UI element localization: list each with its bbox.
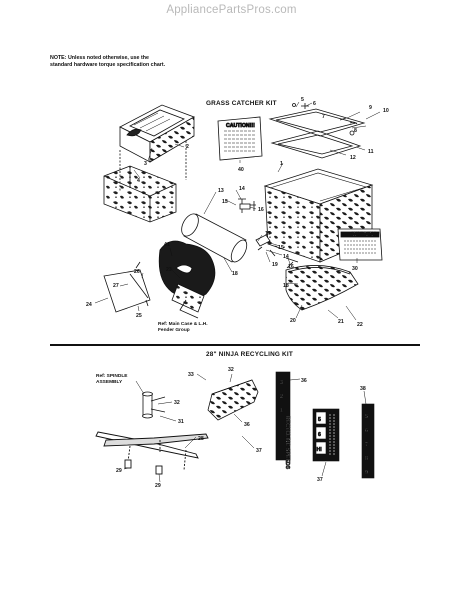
callout-4: 4 — [137, 178, 140, 184]
callout-40: 40 — [238, 167, 244, 173]
grass-catcher-kit-title: GRASS CATCHER KIT — [206, 100, 277, 107]
callout-24: 24 — [86, 302, 92, 308]
callout-38: 38 — [360, 386, 366, 392]
leader-lines — [94, 101, 381, 321]
callout-14: 14 — [239, 186, 245, 192]
callout-34: 36 — [244, 422, 250, 428]
callout-18b: 18 — [283, 283, 289, 289]
gear-decal-strip: 5 6 7 8 9 — [361, 403, 375, 479]
hood-top — [119, 104, 195, 163]
callout-1: 1 — [280, 161, 283, 167]
speed-3: 3 — [280, 380, 283, 386]
callout-15: 15 — [222, 199, 228, 205]
callout-numbers-top: 2 3 4 40 1 5 6 9 10 7 8 12 11 13 14 15 1… — [86, 97, 389, 328]
callout-35: 37 — [256, 448, 262, 454]
catcher-frame — [268, 108, 366, 159]
callout-6: 6 — [313, 101, 316, 107]
engine-bracket — [158, 240, 216, 319]
gear-9: 9 — [365, 470, 368, 476]
callout-32: 32 — [228, 367, 234, 373]
callout-21: 21 — [338, 319, 344, 325]
callout-37: 37 — [317, 477, 323, 483]
ninja-recycling-kit-title: 28" NINJA RECYCLING KIT — [206, 351, 293, 358]
speed-decal-strip: 3 2 1 RECYCLING SPEEDS — [275, 371, 291, 470]
callout-numbers-bottom: 33 32 32 31 28 36 37 36 37 38 29 29 — [116, 367, 366, 489]
gear-7: 7 — [365, 442, 368, 448]
callout-15b: 15 — [278, 245, 284, 251]
callout-22: 22 — [357, 322, 363, 328]
callout-26: 26 — [134, 269, 140, 275]
callout-12: 12 — [350, 155, 356, 161]
lower-shield — [103, 141, 187, 223]
callout-2: 2 — [186, 144, 189, 150]
callout-16: 16 — [258, 207, 264, 213]
torque-note: NOTE: Unless noted otherwise, use the st… — [50, 55, 166, 68]
callout-30: 31 — [178, 419, 184, 425]
section-divider — [50, 344, 420, 346]
gear-8: 8 — [365, 456, 368, 462]
callout-29: 29 — [116, 468, 122, 474]
watermark: AppliancePartsPros.com — [166, 4, 297, 16]
callout-8: 8 — [354, 128, 357, 134]
callout-11: 11 — [368, 149, 374, 155]
callout-28: 28 — [198, 436, 204, 442]
callout-10: 10 — [383, 108, 389, 114]
caution-decal: CAUTION!!! — [217, 116, 263, 161]
gear-5: 5 — [365, 414, 368, 420]
speed-decal-block: 5 6 HI — [312, 408, 340, 462]
speed-5: 5 — [318, 417, 321, 423]
ref-spindle-assembly: Ref: SPINDLE ASSEMBLY — [96, 374, 128, 385]
leader-lines-bottom — [123, 373, 367, 483]
callout-3: 3 — [144, 161, 147, 167]
callout-23: 23 — [166, 267, 172, 273]
callout-13: 13 — [218, 188, 224, 194]
callout-41: 41 — [164, 242, 170, 248]
ref-main-case: Ref: Main Case & L.H. Fender Group — [158, 322, 208, 333]
callout-33: 33 — [188, 372, 194, 378]
warning-decal-label: WARNING — [352, 232, 377, 238]
discharge-chute — [285, 265, 359, 311]
callout-9: 9 — [369, 105, 372, 111]
caution-decal-label: CAUTION!!! — [226, 123, 255, 129]
speed-6: 6 — [318, 432, 321, 438]
callout-14b: 14 — [283, 254, 289, 260]
callout-36: 36 — [301, 378, 307, 384]
callout-5: 5 — [301, 97, 304, 103]
callout-7: 7 — [322, 114, 325, 120]
speed-2: 2 — [280, 394, 283, 400]
callout-27: 27 — [113, 283, 119, 289]
spindle-assembly — [142, 391, 166, 419]
speed-1: 1 — [280, 408, 283, 414]
gear-6: 6 — [365, 428, 368, 434]
callout-18: 18 — [232, 271, 238, 277]
recycler-plate — [207, 379, 259, 421]
callout-31: 32 — [174, 400, 180, 406]
callout-20: 20 — [290, 318, 296, 324]
callout-17: 17 — [265, 231, 271, 237]
callout-25: 25 — [136, 313, 142, 319]
callout-16b: 16 — [288, 264, 294, 270]
chute-tube — [181, 213, 248, 263]
callout-29b: 29 — [155, 483, 161, 489]
warning-decal: WARNING — [337, 228, 383, 261]
speed-hi: HI — [317, 447, 323, 453]
deflector-plate — [103, 261, 151, 313]
speed-strip-label: RECYCLING SPEEDS — [284, 416, 290, 470]
callout-39-30: 30 — [352, 266, 358, 272]
hardware — [238, 103, 355, 269]
mower-blades — [95, 431, 209, 475]
callout-19: 19 — [272, 262, 278, 268]
